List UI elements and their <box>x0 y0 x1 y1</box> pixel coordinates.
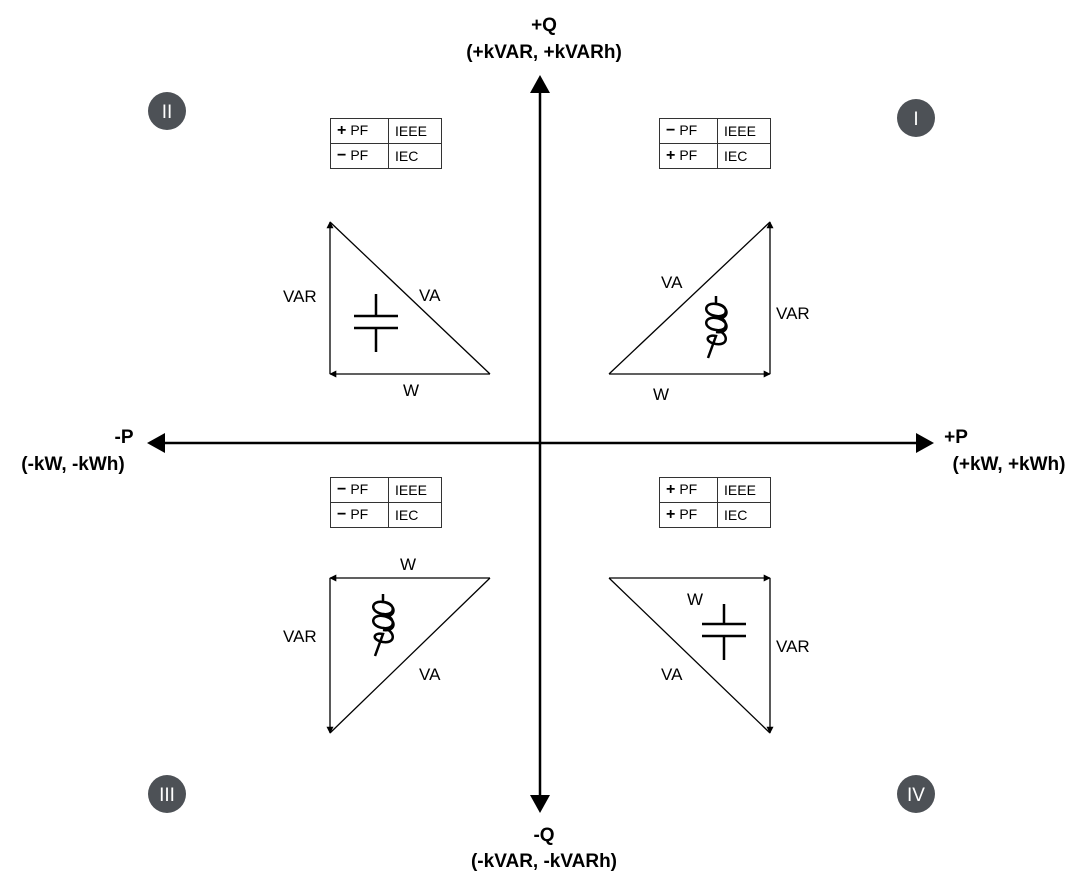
left-arrow-icon <box>147 433 165 453</box>
table-row: +PF IEEE <box>330 118 442 144</box>
va-label: VA <box>419 665 441 684</box>
pf-label: PF <box>350 122 369 138</box>
power-triangle-q2: VAR VA W <box>283 221 491 400</box>
table-row: −PF IEC <box>330 502 442 528</box>
quadrant-numeral: II <box>162 102 173 123</box>
pf-label: PF <box>350 506 369 522</box>
pf-sign: − <box>337 481 347 498</box>
va-line <box>329 577 491 734</box>
standard-label: IEC <box>388 143 442 169</box>
pf-table-q1: −PF IEEE +PF IEC <box>659 118 771 169</box>
w-label: W <box>653 385 669 404</box>
pf-label: PF <box>679 147 698 163</box>
quadrant-numeral: I <box>913 109 918 130</box>
down-arrow-icon <box>530 795 550 813</box>
va-line <box>608 221 771 375</box>
quadrant-numeral: III <box>159 785 175 806</box>
pos-p-label: +P <box>944 427 968 448</box>
table-row: −PF IEEE <box>330 477 442 503</box>
pf-label: PF <box>679 506 698 522</box>
pf-table-q2: +PF IEEE −PF IEC <box>330 118 442 169</box>
neg-p-units: (-kW, -kWh) <box>21 454 124 475</box>
var-label: VAR <box>283 287 317 306</box>
var-label: VAR <box>776 304 810 323</box>
var-label: VAR <box>283 627 317 646</box>
pf-sign: − <box>337 506 347 523</box>
quadrant-badge-q4: IV <box>897 775 935 813</box>
power-triangle-q1: VA VAR W <box>608 221 810 404</box>
pf-sign: − <box>666 122 676 139</box>
w-label: W <box>403 381 419 400</box>
table-row: +PF IEC <box>659 502 771 528</box>
table-row: −PF IEC <box>330 143 442 169</box>
quadrant-badge-q1: I <box>897 99 935 137</box>
pf-label: PF <box>350 481 369 497</box>
va-label: VA <box>661 665 683 684</box>
pf-label: PF <box>679 122 698 138</box>
table-row: +PF IEEE <box>659 477 771 503</box>
power-triangle-q3: W VAR VA <box>283 555 491 734</box>
w-label: W <box>687 590 703 609</box>
pf-sign: + <box>666 481 676 498</box>
neg-q-label: -Q <box>533 825 554 846</box>
up-arrow-icon <box>530 75 550 93</box>
capacitor-icon <box>354 294 398 352</box>
va-line <box>608 577 771 734</box>
table-row: +PF IEC <box>659 143 771 169</box>
standard-label: IEC <box>717 502 771 528</box>
pf-sign: + <box>666 506 676 523</box>
standard-label: IEEE <box>717 118 771 144</box>
pos-q-label: +Q <box>531 15 557 36</box>
table-row: −PF IEEE <box>659 118 771 144</box>
w-label: W <box>400 555 416 574</box>
pos-p-units: (+kW, +kWh) <box>953 454 1066 475</box>
quadrant-badge-q3: III <box>148 775 186 813</box>
va-line <box>329 221 491 375</box>
pf-label: PF <box>679 481 698 497</box>
neg-p-label: -P <box>115 427 134 448</box>
quadrant-badge-q2: II <box>148 92 186 130</box>
standard-label: IEEE <box>388 477 442 503</box>
standard-label: IEEE <box>388 118 442 144</box>
horizontal-axis <box>147 433 934 453</box>
standard-label: IEEE <box>717 477 771 503</box>
pf-sign: + <box>337 122 347 139</box>
pf-table-q4: +PF IEEE +PF IEC <box>659 477 771 528</box>
standard-label: IEC <box>388 502 442 528</box>
pos-q-units: (+kVAR, +kVARh) <box>466 42 622 63</box>
right-arrow-icon <box>916 433 934 453</box>
power-triangle-q4: W VAR VA <box>608 574 810 734</box>
standard-label: IEC <box>717 143 771 169</box>
neg-q-units: (-kVAR, -kVARh) <box>471 851 617 872</box>
pf-sign: − <box>337 147 347 164</box>
pf-sign: + <box>666 147 676 164</box>
va-label: VA <box>661 273 683 292</box>
capacitor-icon <box>702 604 746 660</box>
va-label: VA <box>419 286 441 305</box>
quadrant-numeral: IV <box>907 785 925 806</box>
inductor-icon <box>372 594 395 657</box>
pf-table-q3: −PF IEEE −PF IEC <box>330 477 442 528</box>
inductor-icon <box>705 296 728 359</box>
var-label: VAR <box>776 637 810 656</box>
pf-label: PF <box>350 147 369 163</box>
